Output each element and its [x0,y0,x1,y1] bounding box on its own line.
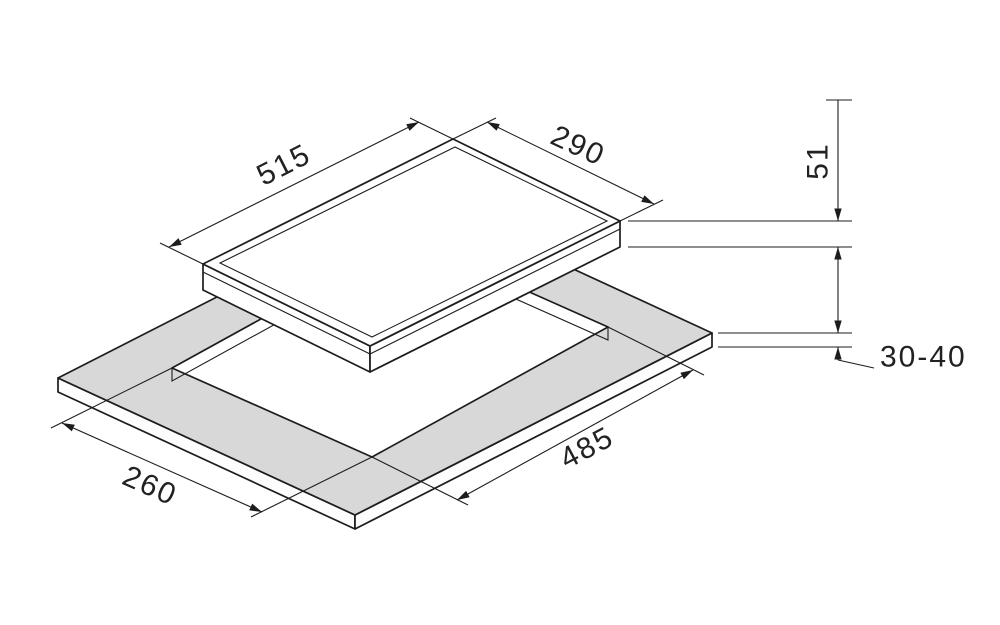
dimension-line [61,422,263,513]
cooktop-glass-edge-left [202,271,371,355]
cutout-length-label: 485 [555,420,620,475]
burner-cross-rear [416,185,500,229]
extension-line [619,199,664,222]
dim-worktop-thickness: 30-40 [718,318,967,374]
dimension-line [168,121,420,248]
hob-length-label: 515 [252,138,317,193]
burner-cross-rear-arm-b [423,188,493,226]
worktop-thickness-label: 30-40 [880,341,967,374]
extension-line [607,326,705,376]
burner-cross-front-arm-b [313,242,391,282]
worktop-front-right-face [354,332,713,530]
extension-line [409,117,454,140]
dimension-line [456,369,694,501]
extension-line [371,456,469,506]
extension-line [452,117,497,140]
extension-line [250,456,373,518]
leader-elbow [837,359,875,369]
hob-depth-label: 290 [546,119,611,173]
hob-height-label: 51 [802,142,835,179]
dim-hob-height: 51 [628,99,852,318]
dimensions: 515 290 51 [50,99,967,518]
cutout-depth-label: 260 [118,460,183,513]
cooktop-glass-edge-right [369,228,621,355]
dimension-line [486,121,655,205]
extension-line [159,242,204,265]
burner-cross-front [305,238,399,286]
extension-line [50,367,173,429]
